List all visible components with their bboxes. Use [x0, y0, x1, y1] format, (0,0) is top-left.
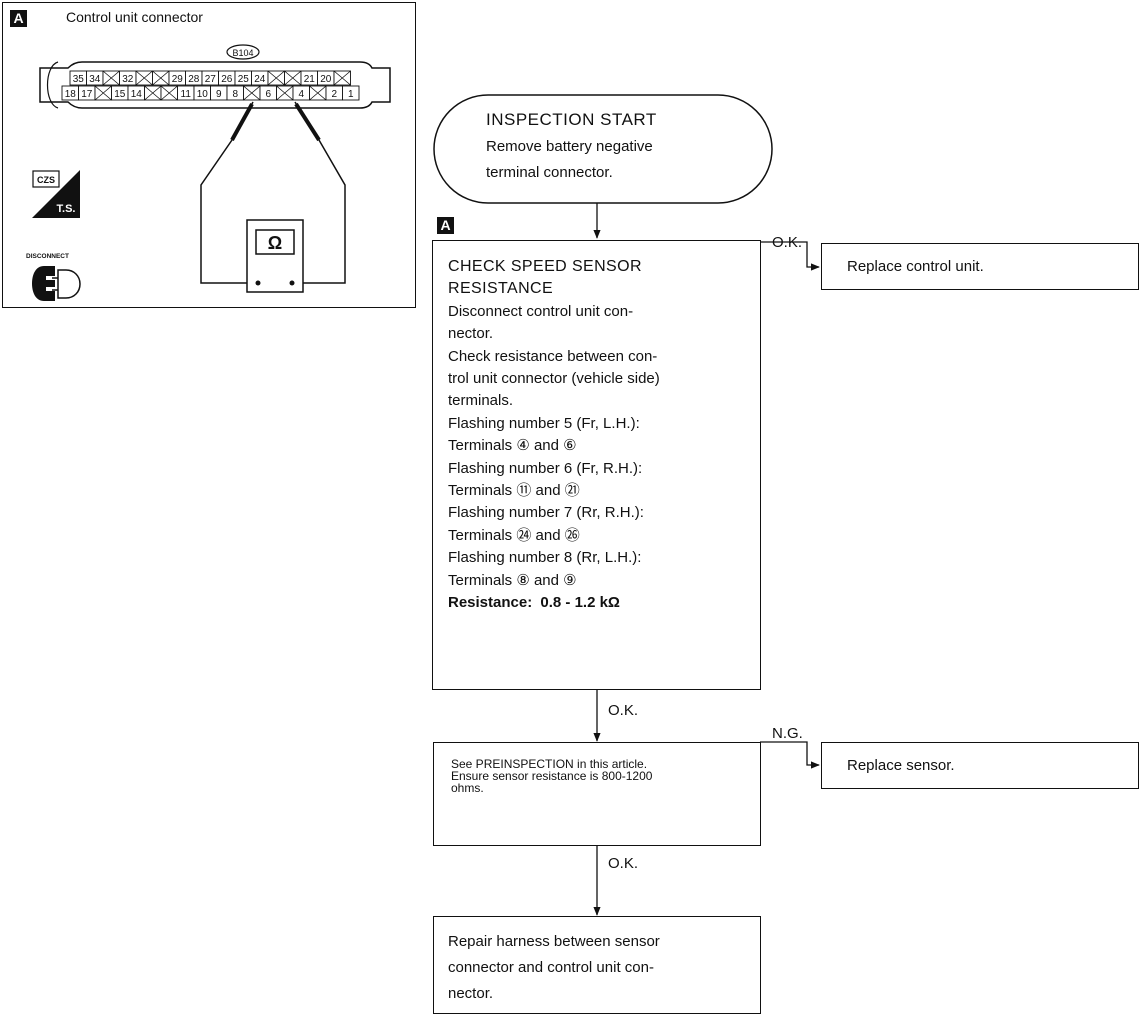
- resistance-spec-value: 0.8 - 1.2 kΩ: [540, 594, 620, 612]
- pin-number-label: 32: [122, 74, 134, 85]
- pin-number-label: 26: [221, 74, 233, 85]
- pin-number-label: 14: [131, 89, 143, 100]
- pin-number-label: 10: [197, 89, 209, 100]
- unused-pin-cross: [135, 70, 153, 86]
- pin-number-label: 18: [65, 89, 77, 100]
- check-body-line: Disconnect control unit con-: [448, 302, 634, 320]
- check-body-line: Flashing number 5 (Fr, L.H.):: [448, 414, 640, 432]
- pin-number-label: 35: [73, 74, 85, 85]
- probe-tip-left: [230, 103, 254, 141]
- unused-pin-cross: [276, 85, 294, 101]
- ok-label-to-repair: O.K.: [608, 855, 639, 872]
- check-body-line: Terminals ④ and ⑥: [448, 437, 577, 455]
- check-body-line: nector.: [448, 325, 494, 343]
- svg-text:CZS: CZS: [37, 175, 55, 185]
- pin-number-label: 1: [348, 89, 354, 100]
- unused-pin-cross: [94, 85, 112, 101]
- unused-pin-cross: [102, 70, 120, 86]
- ng-label-to-replace-sensor: N.G.: [772, 725, 803, 742]
- replace-control-unit-box: Replace control unit.: [821, 243, 1139, 290]
- inspection-start-terminator: [433, 94, 773, 204]
- ts-icon: CZS T.S.: [32, 170, 80, 218]
- unused-pin-cross: [267, 70, 285, 86]
- pin-number-label: 9: [216, 89, 222, 100]
- unused-pin-cross: [152, 70, 170, 86]
- pin-number-label: 24: [254, 74, 266, 85]
- pin-number-label: 20: [320, 74, 332, 85]
- unused-pin-cross: [309, 85, 327, 101]
- pin-number-label: 21: [304, 74, 316, 85]
- check-speed-sensor-box: CHECK SPEED SENSOR RESISTANCE Disconnect…: [432, 240, 761, 690]
- resistance-spec-label: Resistance:: [448, 594, 533, 612]
- connector-id-label: B104: [232, 48, 253, 58]
- pin-number-label: 8: [232, 89, 238, 100]
- replace-control-unit-text: Replace control unit.: [847, 258, 984, 275]
- unused-pin-cross: [160, 85, 178, 101]
- probe-tip-right: [294, 102, 321, 142]
- pin-number-label: 4: [298, 89, 304, 100]
- connector-figure-panel: [2, 2, 416, 308]
- ohmmeter-terminal-right: [289, 280, 295, 286]
- preinspection-box: See PREINSPECTION in this article. Ensur…: [433, 742, 761, 846]
- resistance-spec: Resistance: 0.8 - 1.2 kΩ: [448, 592, 660, 614]
- disconnect-icon: [32, 266, 81, 301]
- ohmmeter-display: [255, 229, 295, 255]
- unused-pin-cross: [333, 70, 351, 86]
- connector-pin: [342, 85, 360, 101]
- unused-pin-cross: [243, 85, 261, 101]
- connector-id-badge: [226, 44, 260, 60]
- repair-line: Repair harness between sensor: [448, 933, 660, 950]
- section-marker-a: A: [10, 10, 27, 27]
- check-body-line: Flashing number 8 (Rr, L.H.):: [448, 549, 642, 567]
- pin-number-label: 25: [238, 74, 250, 85]
- arrow-preinspection-ng-to-replace-sensor: [760, 741, 820, 769]
- step-marker-a: A: [437, 217, 454, 234]
- disconnect-label: DISCONNECT: [26, 253, 69, 260]
- check-body-line: Flashing number 6 (Fr, R.H.):: [448, 459, 643, 477]
- unused-pin-cross: [284, 70, 302, 86]
- preinspection-line: ohms.: [451, 781, 484, 795]
- pin-number-label: 27: [205, 74, 217, 85]
- pin-number-label: 17: [81, 89, 93, 100]
- preinspection-line: See PREINSPECTION in this article.: [451, 757, 648, 771]
- repair-harness-box: Repair harness between sensor connector …: [433, 916, 761, 1014]
- replace-sensor-text: Replace sensor.: [847, 757, 955, 774]
- pin-number-label: 34: [89, 74, 101, 85]
- ohm-symbol: Ω: [268, 233, 282, 253]
- check-body-line: Terminals ㉔ and ㉖: [448, 526, 580, 544]
- replace-sensor-box: Replace sensor.: [821, 742, 1139, 789]
- pin-number-label: 29: [172, 74, 184, 85]
- svg-text:T.S.: T.S.: [57, 203, 76, 215]
- repair-line: connector and control unit con-: [448, 959, 654, 976]
- start-title: INSPECTION START: [486, 110, 657, 129]
- ok-label-to-replace-unit: O.K.: [772, 234, 803, 251]
- ok-label-to-preinspection: O.K.: [608, 702, 639, 719]
- check-body-line: trol unit connector (vehicle side): [448, 370, 660, 388]
- pin-number-label: 11: [181, 89, 192, 100]
- arrow-check-ok-to-replace-unit: [760, 241, 820, 271]
- check-title-line-1: CHECK SPEED SENSOR: [448, 258, 642, 275]
- preinspection-line: Ensure sensor resistance is 800-1200: [451, 769, 653, 783]
- pin-number-label: 6: [265, 89, 271, 100]
- check-body-line: Terminals ⑪ and ㉑: [448, 482, 580, 500]
- check-body-line: Check resistance between con-: [448, 347, 658, 365]
- check-title-line-2: RESISTANCE: [448, 280, 554, 298]
- repair-line: nector.: [448, 985, 494, 1002]
- pin-number-label: 15: [114, 89, 126, 100]
- pin-number-label: 2: [331, 89, 337, 100]
- pin-number-label: 28: [188, 74, 200, 85]
- check-body-line: Terminals ⑧ and ⑨: [448, 571, 577, 589]
- check-body-line: terminals.: [448, 392, 514, 410]
- connector-figure-title: Control unit connector: [66, 9, 203, 25]
- unused-pin-cross: [144, 85, 162, 101]
- start-line-1: Remove battery negative: [486, 138, 653, 155]
- check-body-line: Flashing number 7 (Rr, R.H.):: [448, 504, 644, 522]
- ohmmeter-terminal-left: [255, 280, 261, 286]
- start-line-2: terminal connector.: [486, 164, 613, 181]
